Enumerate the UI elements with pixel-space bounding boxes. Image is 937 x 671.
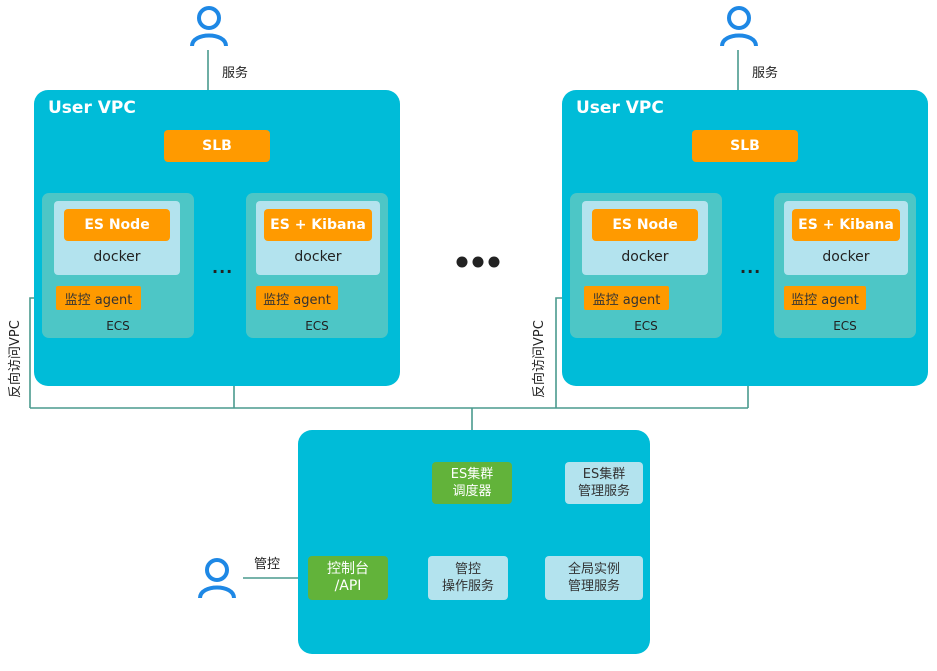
user-icon	[198, 558, 236, 599]
es-node-box: ES Node	[592, 209, 698, 241]
service-label: 服务	[752, 66, 779, 81]
reverse-vpc-label: 反向访问VPC	[532, 320, 547, 398]
reverse-vpc-label: 反向访问VPC	[8, 320, 23, 398]
console-line-1: 控制台	[327, 561, 369, 577]
ecs-label: ECS	[106, 319, 130, 333]
ecs-label: ECS	[833, 319, 857, 333]
es-cluster-mgmt-service: ES集群管理服务	[565, 462, 643, 504]
service-label: 服务	[222, 66, 249, 81]
es-node-box: ES Node	[64, 209, 170, 241]
agent-box: 监控 agent	[584, 286, 669, 310]
docker-label: docker	[822, 249, 870, 265]
slb-box: SLB	[692, 130, 798, 162]
ecs-label: ECS	[305, 319, 329, 333]
cluster-mgmt-line-2: 管理服务	[577, 484, 630, 499]
control-label: 管控	[254, 557, 281, 572]
ellipsis: ...	[212, 258, 234, 277]
vpc-title: User VPC	[48, 98, 136, 118]
es-kibana-box: ES + Kibana	[264, 209, 372, 241]
control-ops-service: 管控操作服务	[428, 556, 508, 600]
global-instance-mgmt: 全局实例管理服务	[545, 556, 643, 600]
scheduler-line-1: ES集群	[450, 467, 494, 482]
ops-line-2: 操作服务	[441, 579, 494, 594]
console-api: 控制台/API	[308, 556, 388, 600]
console-line-2: /API	[334, 578, 362, 594]
dot	[472, 256, 484, 268]
ops-line-1: 管控	[454, 562, 481, 577]
docker-label: docker	[93, 249, 141, 265]
user-icon	[190, 6, 228, 47]
es-kibana-box: ES + Kibana	[792, 209, 900, 241]
more-vpcs-dots	[456, 256, 500, 268]
global-line-2: 管理服务	[567, 579, 620, 594]
user-icon	[720, 6, 758, 47]
agent-box: 监控 agent	[56, 286, 141, 310]
slb-box: SLB	[164, 130, 270, 162]
docker-label: docker	[294, 249, 342, 265]
cluster-mgmt-line-1: ES集群	[582, 467, 626, 482]
ellipsis: ...	[740, 258, 762, 277]
ecs-label: ECS	[634, 319, 658, 333]
agent-box: 监控 agent	[784, 286, 866, 310]
dot	[488, 256, 500, 268]
vpc-title: User VPC	[576, 98, 664, 118]
docker-label: docker	[621, 249, 669, 265]
dot	[456, 256, 468, 268]
global-line-1: 全局实例	[567, 562, 620, 577]
scheduler-line-2: 调度器	[452, 484, 492, 499]
agent-box: 监控 agent	[256, 286, 338, 310]
es-cluster-scheduler: ES集群调度器	[432, 462, 512, 504]
